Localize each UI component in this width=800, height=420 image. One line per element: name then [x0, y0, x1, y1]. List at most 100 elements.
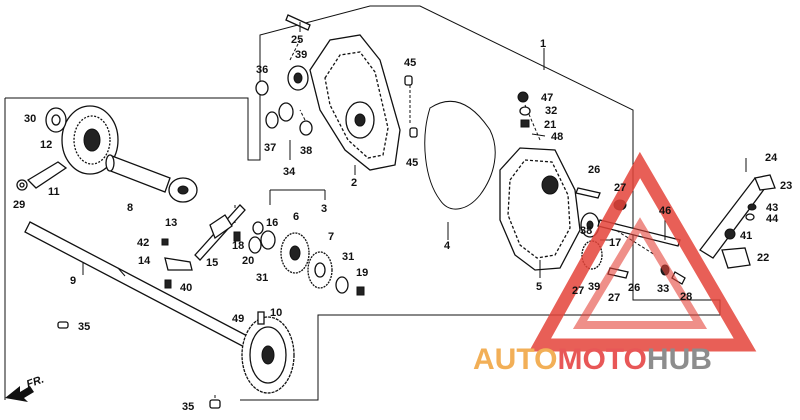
callout-35b: 35 [182, 401, 194, 413]
callout-25: 25 [291, 34, 303, 46]
pin-35-a [57, 321, 69, 329]
callout-38a: 38 [300, 145, 312, 157]
front-direction-marker: FR. [5, 373, 46, 402]
callout-23: 23 [780, 180, 792, 192]
bolt-25 [285, 14, 311, 31]
bolt-40 [164, 279, 172, 289]
assembly-outline [4, 5, 721, 401]
callout-38b: 38 [580, 225, 592, 237]
cap-36 [255, 80, 269, 96]
watermark: AUTOMOTOHUB [473, 151, 757, 376]
callout-40: 40 [180, 282, 192, 294]
callout-39a: 39 [295, 49, 307, 61]
callout-4: 4 [444, 240, 451, 252]
callout-44: 44 [766, 213, 779, 225]
callout-27c: 27 [608, 292, 620, 304]
callout-9: 9 [70, 275, 76, 287]
callout-5: 5 [536, 281, 542, 293]
callout-49: 49 [232, 313, 244, 325]
callout-15: 15 [206, 257, 218, 269]
gear-6 [280, 232, 310, 274]
callout-31b: 31 [256, 272, 268, 284]
leader-lines [82, 22, 610, 278]
watermark-text-hub: HUB [647, 343, 712, 376]
callout-labels: 1 2 3 4 5 6 7 8 9 10 11 12 13 14 15 16 1… [13, 34, 792, 413]
collar-37 [265, 102, 294, 129]
callout-46: 46 [659, 205, 671, 217]
callout-26a: 26 [588, 164, 600, 176]
callout-10: 10 [270, 307, 282, 319]
collar-16 [252, 221, 264, 235]
callout-36: 36 [256, 64, 268, 76]
cover-2 [309, 34, 401, 171]
callout-37: 37 [264, 142, 276, 154]
callout-24: 24 [765, 152, 778, 164]
bolt-42 [161, 238, 169, 246]
callout-39b: 39 [588, 281, 600, 293]
cap-38 [299, 120, 313, 136]
bearing-13 [168, 177, 198, 203]
gasket-4 [424, 100, 496, 210]
housing-5 [499, 147, 581, 271]
callout-47: 47 [541, 92, 553, 104]
callout-3: 3 [321, 203, 327, 215]
callout-35a: 35 [78, 321, 90, 333]
callout-42: 42 [137, 237, 149, 249]
bolt-41 [724, 228, 736, 240]
callout-45b: 45 [406, 157, 418, 169]
ring-31-b [335, 276, 349, 294]
callout-2: 2 [351, 177, 357, 189]
callout-28: 28 [680, 291, 692, 303]
callout-33: 33 [657, 283, 669, 295]
shift-arm-15 [194, 204, 246, 261]
callout-27b: 27 [572, 285, 584, 297]
ring-29 [16, 179, 28, 191]
shaft-8 [105, 154, 171, 193]
gear-7 [307, 251, 333, 289]
watermark-text-moto: MOTO [557, 343, 646, 376]
callout-12: 12 [40, 139, 52, 151]
bearing-39-top [287, 65, 309, 91]
fork-11 [26, 161, 68, 189]
callout-7: 7 [328, 231, 334, 243]
callout-8: 8 [127, 202, 133, 214]
fork-14 [164, 257, 193, 271]
callout-14: 14 [138, 255, 151, 267]
bracket-22 [721, 247, 751, 269]
callout-21: 21 [544, 119, 556, 131]
callout-22: 22 [757, 252, 769, 264]
callout-34: 34 [283, 166, 296, 178]
collar-18 [233, 231, 241, 242]
hardware-47-48-32-21 [517, 91, 546, 137]
callout-18: 18 [232, 240, 244, 252]
callout-6: 6 [293, 211, 299, 223]
callout-30: 30 [24, 113, 36, 125]
front-direction-label: FR. [25, 373, 46, 390]
washer-30 [45, 107, 67, 133]
callout-20: 20 [242, 255, 254, 267]
callout-16: 16 [266, 217, 278, 229]
callout-13: 13 [165, 217, 177, 229]
watermark-triangle [528, 151, 757, 352]
callout-1: 1 [540, 38, 546, 50]
sprocket-10 [241, 316, 295, 394]
callout-29: 29 [13, 199, 25, 211]
pin-49 [257, 311, 265, 325]
callout-43: 43 [766, 202, 778, 214]
washers-43-44 [745, 203, 757, 221]
bolt-19 [356, 286, 365, 296]
watermark-text-auto: AUTO [473, 343, 557, 376]
callout-41: 41 [740, 230, 752, 242]
callout-11: 11 [48, 186, 60, 198]
pin-35-b [209, 399, 221, 409]
callout-48: 48 [551, 131, 563, 143]
ring-31-a [260, 230, 276, 250]
callout-32: 32 [545, 105, 557, 117]
svg-text:AUTOMOTOHUB: AUTOMOTOHUB [473, 343, 712, 376]
callout-19: 19 [356, 267, 368, 279]
arm-23 [699, 174, 776, 259]
pins-45 [404, 75, 418, 138]
callout-26b: 26 [628, 282, 640, 294]
callout-45a: 45 [404, 57, 416, 69]
